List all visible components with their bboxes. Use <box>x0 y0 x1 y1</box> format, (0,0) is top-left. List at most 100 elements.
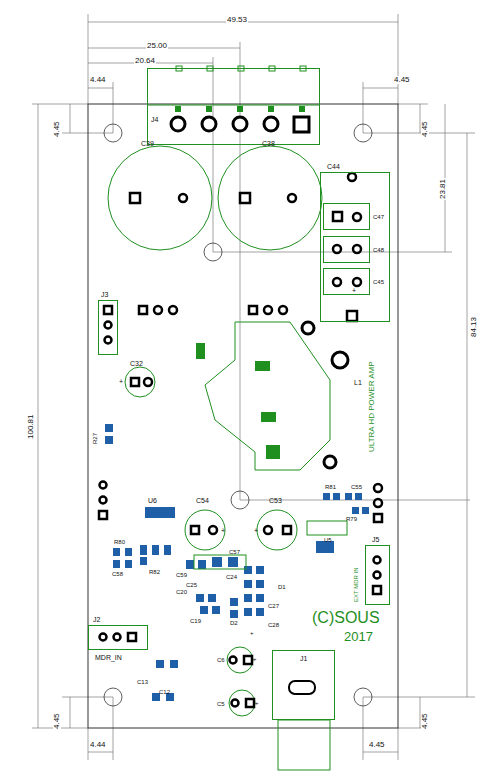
pcb-graphic <box>307 521 347 535</box>
pcb-graphic <box>302 322 314 334</box>
part-label: D2 <box>230 620 238 626</box>
pcb-graphic <box>264 117 278 131</box>
pcb-graphic <box>169 306 177 314</box>
part-label: R82 <box>149 569 160 575</box>
pcb-graphic <box>113 560 120 568</box>
pcb-graphic <box>374 557 381 564</box>
part-label: C27 <box>268 603 279 609</box>
part-label: C59 <box>176 572 187 578</box>
pcb-graphic <box>264 306 272 314</box>
pcb-graphic <box>233 117 247 131</box>
part-label: R81 <box>325 484 336 490</box>
dimension-label: 4.44 <box>89 76 107 84</box>
capacitor-outlines <box>108 146 322 716</box>
pcb-graphic <box>398 104 428 105</box>
pcb-graphic <box>130 193 140 203</box>
component-outline: J4 <box>147 68 320 145</box>
pcb-graphic <box>244 580 252 588</box>
pcb-graphic <box>261 412 276 422</box>
pcb-graphic <box>374 572 381 579</box>
part-label: + <box>250 630 254 636</box>
part-label: + <box>221 527 225 534</box>
pcb-graphic <box>279 306 287 314</box>
pcb-graphic <box>266 445 280 459</box>
pcb-graphic <box>237 106 243 112</box>
part-label: C13 <box>137 679 148 685</box>
part-label: C38 <box>262 140 275 147</box>
pcb-graphic <box>128 633 136 641</box>
pcb-graphic <box>374 514 382 522</box>
pcb-graphic <box>363 88 398 89</box>
part-label: C45 <box>373 279 384 285</box>
part-label: J5 <box>372 536 379 543</box>
pcb-graphic <box>196 594 204 602</box>
part-label: J4 <box>151 116 158 123</box>
component-outline: C47 <box>323 203 370 230</box>
pcb-graphic <box>100 634 107 641</box>
pcb-graphic <box>213 57 214 252</box>
dimension-label: 4.45 <box>393 76 411 84</box>
pcb-graphic <box>125 367 155 397</box>
pcb-graphic <box>209 526 217 534</box>
pcb-graphic <box>228 557 238 567</box>
pcb-graphic <box>105 337 112 344</box>
part-label: L1 <box>354 379 362 386</box>
pcb-graphic <box>105 424 113 432</box>
pcb-graphic <box>283 526 291 534</box>
part-label: J3 <box>101 291 108 298</box>
pcb-graphic <box>200 606 208 614</box>
pcb-graphic <box>206 106 212 112</box>
part-label: C5 <box>217 701 225 707</box>
pcb-graphic <box>152 545 159 555</box>
pads <box>99 173 382 707</box>
pcb-graphic <box>355 493 362 500</box>
pcb-graphic <box>104 306 112 314</box>
pcb-graphic <box>229 690 255 716</box>
part-label: R80 <box>114 539 125 545</box>
pcb-graphic <box>218 146 322 250</box>
pcb-graphic <box>104 124 122 142</box>
pcb-graphic <box>179 194 187 202</box>
pcb-graphic <box>363 133 475 134</box>
pcb-graphic <box>345 493 352 500</box>
part-label: C6 <box>217 657 225 663</box>
pcb-graphic <box>231 491 249 509</box>
pcb-graphic <box>88 88 113 89</box>
part-label: C48 <box>373 247 384 253</box>
component-outline: C44C47C48C45 <box>320 172 390 322</box>
pcb-graphic <box>467 133 468 697</box>
pcb-graphic <box>100 482 107 489</box>
pcb-graphic <box>198 560 206 569</box>
part-label: + <box>255 700 259 706</box>
pcb-graphic <box>244 608 252 616</box>
pcb-graphic <box>113 548 120 556</box>
pcb-graphic <box>256 608 264 616</box>
part-label: C44 <box>327 163 340 170</box>
pcb-graphic <box>196 343 205 359</box>
pcb-graphic <box>363 697 475 698</box>
pcb-graphic <box>333 245 341 253</box>
pcb-graphic <box>288 194 296 202</box>
pcb-graphic <box>353 278 361 286</box>
pcb-graphic <box>175 106 181 112</box>
pcb-graphic <box>186 560 194 569</box>
pcb-graphic <box>363 82 364 133</box>
pcb-graphic <box>278 720 330 770</box>
smd-pads <box>105 424 369 701</box>
pcb-graphic <box>246 699 254 707</box>
pcb-graphic <box>125 548 132 556</box>
pcb-graphic <box>323 493 330 500</box>
dimension-label: 84.13 <box>470 316 478 338</box>
dimension-label: 25.00 <box>146 42 168 50</box>
component-outline: J5EXT MDR IN <box>365 545 390 605</box>
pcb-graphic <box>294 117 309 132</box>
component-outline: J2MDR_IN <box>88 625 148 650</box>
part-label: J1 <box>300 655 307 662</box>
pcb-graphic <box>255 361 270 371</box>
part-label: C19 <box>190 618 201 624</box>
j4-screws <box>171 117 309 132</box>
part-label: + <box>119 378 123 385</box>
part-label: C54 <box>196 497 209 504</box>
part-label: C28 <box>268 622 279 628</box>
